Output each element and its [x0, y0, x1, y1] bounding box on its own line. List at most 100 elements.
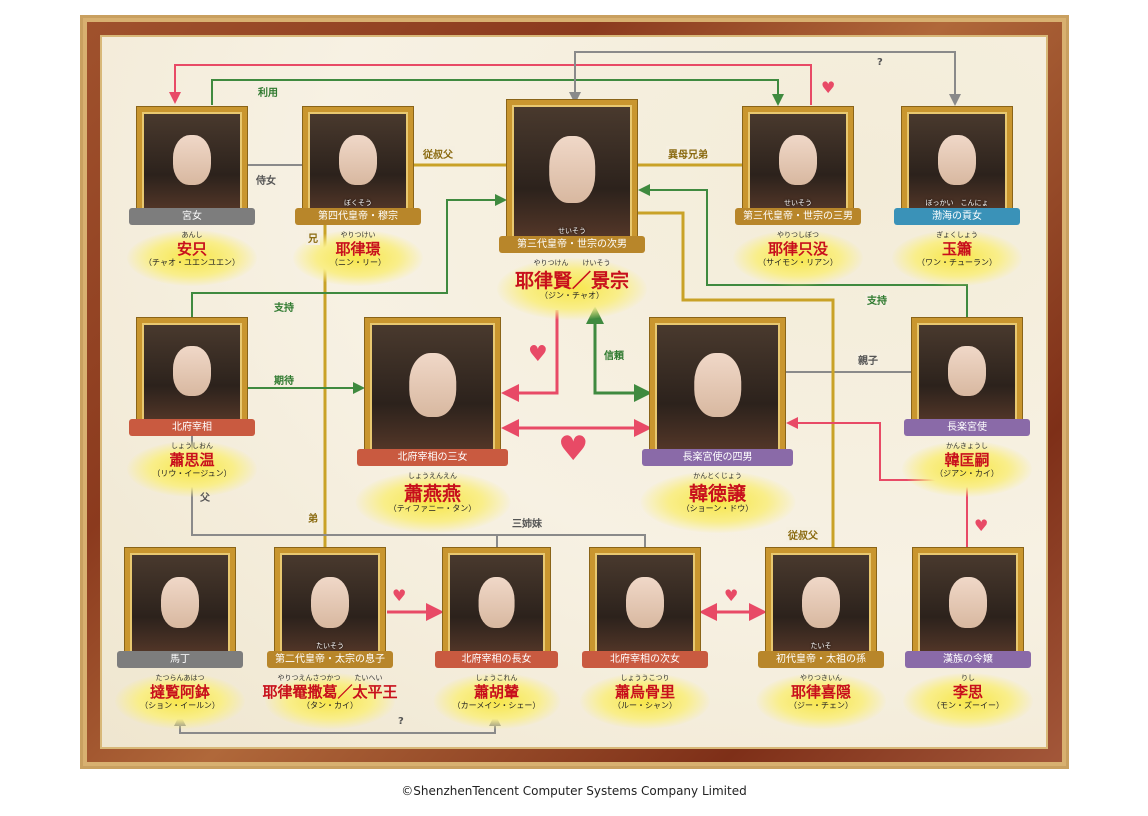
love-line-lisi-derang — [786, 417, 968, 548]
name-furigana: やりつけん けいそう — [533, 259, 611, 267]
name-furigana: あんし — [181, 231, 203, 239]
character-card[interactable]: 北府宰相の次女 しょううこつり 蕭烏骨里 （ルー・シャン） — [580, 547, 710, 729]
role-furigana: ぼっかい こんにょ — [925, 199, 989, 207]
character-role: 馬丁 — [117, 651, 243, 668]
character-name: 耶律只没 — [767, 240, 828, 258]
character-name: 韓匡嗣 — [944, 451, 990, 469]
relation-label-half-brother: 異母兄弟 — [666, 146, 710, 161]
unknown-line-top — [569, 51, 961, 106]
character-card[interactable]: 第四代皇帝・穆宗 ぼくそう やりつけい 耶律璟 （ニン・リー） — [293, 106, 423, 286]
heart-icon: ♥ — [558, 429, 589, 469]
character-name: 耶律喜隠 — [790, 683, 851, 701]
relation-label-unknown-2: ? — [398, 716, 404, 727]
name-glow — [903, 673, 1033, 729]
name-furigana: りし — [961, 674, 975, 682]
name-furigana: たつらんあはつ — [155, 674, 205, 682]
love-line-zhimei-anzhi — [169, 64, 812, 105]
character-card[interactable]: 長楽宮使の四男 かんとくじょう 韓徳譲 （ショーン・ドウ） — [640, 317, 795, 533]
character-card[interactable]: 北府宰相の長女 しょうこれん 蕭胡輦 （カーメイン・シェー） — [433, 547, 560, 729]
role-furigana: ぼくそう — [344, 199, 372, 207]
name-glow — [355, 471, 510, 533]
heart-icon: ♥ — [974, 516, 989, 535]
actor-name: （ション・イールン） — [140, 701, 220, 710]
character-role: 渤海の貢女 — [894, 208, 1020, 225]
character-role: 北府宰相の次女 — [582, 651, 708, 668]
character-card[interactable]: 北府宰相の三女 しょうえんえん 蕭燕燕 （ティファニー・タン） — [355, 317, 510, 533]
name-glow — [733, 230, 863, 286]
actor-name: （ジー・チェン） — [789, 701, 853, 710]
uncle-line-2 — [637, 211, 835, 548]
copyright: ©ShenzhenTencent Computer Systems Compan… — [401, 784, 747, 798]
character-role: 北府宰相の長女 — [435, 651, 558, 668]
character-portrait — [649, 317, 786, 464]
character-card[interactable]: 渤海の貢女 ぼっかい こんにょ ぎょくしょう 玉簫 （ワン・チューラン） — [892, 106, 1022, 286]
support-line-2 — [638, 184, 968, 318]
love-line-xian-yanyan — [501, 310, 559, 402]
character-name: 耶律罨撒葛／太平王 — [262, 683, 398, 701]
character-name: 蕭思温 — [169, 451, 215, 469]
character-role: 宮女 — [129, 208, 255, 225]
character-name: 蕭燕燕 — [403, 483, 461, 505]
character-name: 李思 — [952, 683, 983, 701]
relation-label-parent-child: 親子 — [856, 352, 880, 367]
actor-name: （ニン・リー） — [330, 258, 386, 267]
character-portrait — [364, 317, 501, 464]
role-furigana: せいそう — [558, 227, 586, 235]
character-role: 第三代皇帝・世宗の三男 — [735, 208, 861, 225]
relation-label-use: 利用 — [256, 84, 280, 99]
character-name: 耶律璟 — [335, 240, 381, 258]
name-furigana: しょうしおん — [171, 442, 213, 450]
character-portrait — [302, 106, 414, 223]
character-role: 第四代皇帝・穆宗 — [295, 208, 421, 225]
name-furigana: やりつけい — [340, 231, 376, 239]
role-furigana: たいそう — [316, 642, 344, 650]
name-glow — [902, 441, 1032, 497]
relation-label-unknown: ? — [877, 57, 883, 68]
name-furigana: ぎょくしょう — [936, 231, 978, 239]
name-furigana: しょううこつり — [620, 674, 670, 682]
character-portrait — [912, 547, 1024, 666]
character-name: 安只 — [176, 240, 207, 258]
actor-name: （タン・カイ） — [302, 701, 358, 710]
actor-name: （ジン・チャオ） — [540, 291, 604, 300]
character-portrait — [136, 317, 248, 434]
role-furigana: せいそう — [784, 199, 812, 207]
name-furigana: かんとくじょう — [693, 472, 742, 480]
character-card[interactable]: 第三代皇帝・世宗の三男 せいそう やりつしぼつ 耶律只没 （サイモン・リアン） — [733, 106, 863, 286]
character-card[interactable]: 長楽宮使 かんきょうし 韓匡嗣 （ジアン・カイ） — [902, 317, 1032, 497]
support-line-1 — [191, 194, 507, 318]
heart-icon: ♥ — [528, 342, 548, 367]
character-portrait — [911, 317, 1023, 434]
character-role: 第二代皇帝・太宗の息子 — [267, 651, 393, 668]
character-card[interactable]: 北府宰相 しょうしおん 蕭思温 （リウ・イージュン） — [127, 317, 257, 497]
character-role: 北府宰相 — [129, 419, 255, 436]
character-card[interactable]: 宮女 あんし 安只 （チャオ・ユエンユエン） — [127, 106, 257, 286]
name-furigana: やりつしぼつ — [776, 231, 820, 239]
actor-name: （ショーン・ドウ） — [681, 504, 754, 513]
actor-name: （ルー・シャン） — [613, 701, 677, 710]
relation-label-trust: 信頼 — [604, 351, 624, 362]
character-card[interactable]: 馬丁 たつらんあはつ 撻覧阿鉢 （ション・イールン） — [115, 547, 245, 729]
character-card[interactable]: 第三代皇帝・世宗の次男 せいそう やりつけん けいそう 耶律賢／景宗 （ジン・チ… — [497, 99, 647, 320]
character-portrait — [765, 547, 877, 666]
character-card[interactable]: 第二代皇帝・太宗の息子 たいそう やりつえんさつかつ たいへい 耶律罨撒葛／太平… — [262, 547, 398, 729]
name-glow — [127, 230, 257, 286]
name-glow — [892, 230, 1022, 286]
relation-label-uncle-2: 従叔父 — [786, 527, 820, 542]
relation-label-father: 父 — [200, 493, 210, 504]
name-furigana: やりつえんさつかつ たいへい — [277, 674, 383, 682]
character-name: 韓徳譲 — [688, 483, 746, 505]
relation-label-younger-brother: 弟 — [306, 510, 320, 525]
heart-icon: ♥ — [724, 586, 739, 605]
relation-label-maid: 侍女 — [254, 172, 278, 187]
name-furigana: しょうこれん — [475, 674, 518, 682]
actor-name: （ティファニー・タン） — [388, 504, 477, 513]
character-card[interactable]: 漢族の令嬢 りし 李思 （モン・ズーイー） — [903, 547, 1033, 729]
character-card[interactable]: 初代皇帝・太祖の孫 たいそ やりつきいん 耶律喜隠 （ジー・チェン） — [756, 547, 886, 729]
character-name: 撻覧阿鉢 — [149, 683, 210, 701]
character-role: 長楽宮使の四男 — [642, 449, 793, 466]
use-line — [211, 79, 784, 106]
name-glow — [580, 673, 710, 729]
relation-label-support: 支持 — [272, 299, 296, 314]
actor-name: （チャオ・ユエンユエン） — [144, 258, 240, 267]
